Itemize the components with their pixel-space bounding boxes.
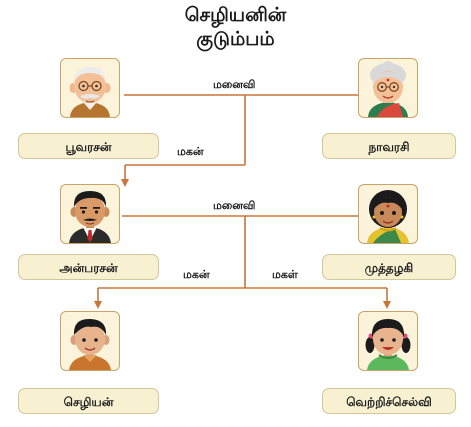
grandfather-portrait-icon [60, 58, 120, 118]
relation-label-wife-2: மனைவி [213, 199, 256, 212]
son-portrait-icon [60, 311, 120, 371]
relation-label-son-2: மகன் [183, 268, 210, 281]
diagram-title-line-1: செழியனின் [184, 4, 287, 26]
grandmother-portrait-icon [358, 58, 418, 118]
father-name: அன்பரசன் [18, 254, 159, 280]
diagram-title-line-2: குடும்பம் [196, 28, 275, 50]
relation-label-wife-1: மனைவி [213, 78, 256, 91]
daughter-portrait-icon [358, 311, 418, 371]
daughter-name: வெற்றிச்செல்வி [322, 388, 456, 414]
mother-portrait-icon [358, 184, 418, 244]
relation-label-son-1: மகன் [177, 145, 204, 158]
son-name: செழியன் [18, 388, 159, 414]
mother-name: முத்தழகி [322, 254, 456, 280]
grandfather-name: பூவரசன் [18, 133, 159, 159]
relation-label-daughter-2: மகள் [272, 268, 298, 281]
father-portrait-icon [60, 184, 120, 244]
grandmother-name: நாவரசி [322, 133, 456, 159]
